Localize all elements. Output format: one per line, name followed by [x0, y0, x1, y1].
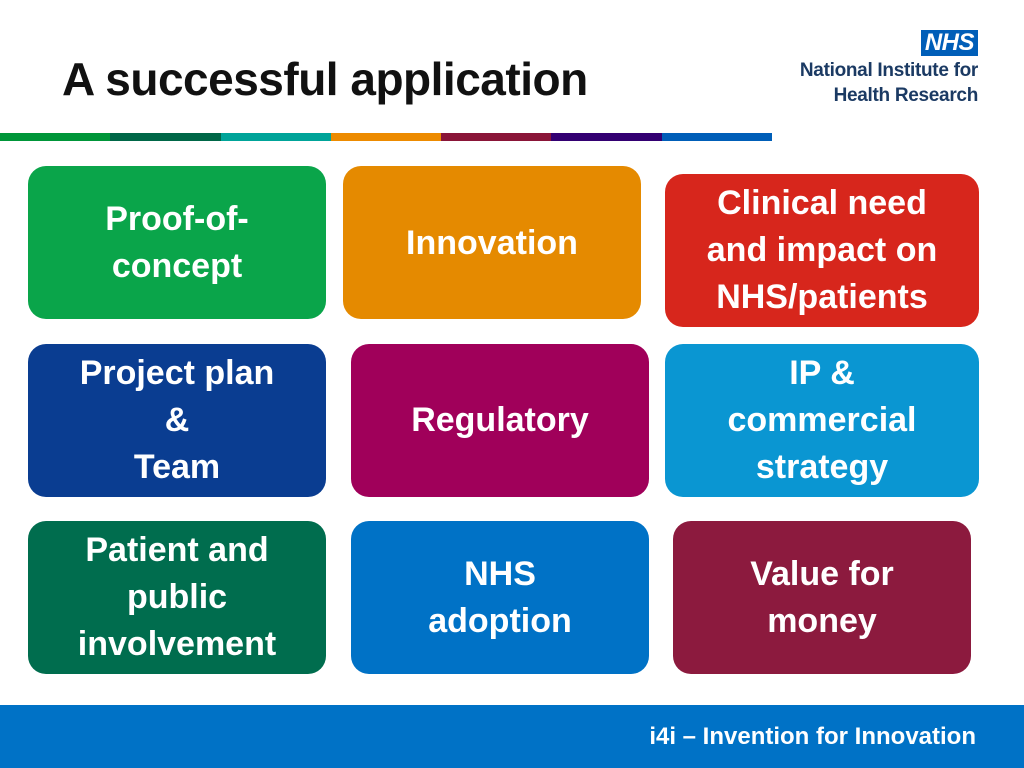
stripe-segment: [661, 133, 772, 141]
tile-ip-commercial: IP & commercial strategy: [665, 344, 979, 497]
tile-value-for-money: Value for money: [673, 521, 971, 674]
tile-regulatory: Regulatory: [351, 344, 649, 497]
tile-innovation: Innovation: [343, 166, 641, 319]
logo-line-1: National Institute for: [799, 60, 978, 81]
tile-label: Innovation: [406, 224, 578, 262]
stripe-segment: [220, 133, 331, 141]
stripe-segment: [441, 133, 552, 141]
nihr-logo: NHS National Institute for Health Resear…: [748, 30, 978, 110]
tile-label: Patient and public involvement: [77, 531, 277, 663]
tile-label: IP & commercial strategy: [727, 354, 917, 486]
tile-proof-of-concept: Proof-of- concept: [28, 166, 326, 319]
slide-title: A successful application: [62, 53, 588, 105]
stripe-segment: [330, 133, 442, 141]
footer-text: i4i – Invention for Innovation: [649, 723, 976, 750]
tile-label: Regulatory: [411, 401, 589, 439]
tile-label: NHS adoption: [428, 554, 572, 640]
tile-label: Project plan & Team: [79, 354, 275, 486]
tile-project-plan: Project plan & Team: [28, 344, 326, 497]
stripe-segment: [110, 133, 221, 141]
footer-bar: i4i – Invention for Innovation: [0, 705, 1024, 768]
nhs-badge: NHS: [920, 30, 978, 56]
color-stripe: [0, 133, 772, 141]
stripe-segment: [551, 133, 662, 141]
tile-label: Value for money: [750, 554, 894, 640]
tile-clinical-need: Clinical need and impact on NHS/patients: [665, 174, 979, 327]
logo-line-2: Health Research: [833, 85, 979, 106]
tile-patient-public: Patient and public involvement: [28, 521, 326, 674]
tile-label: Proof-of- concept: [105, 199, 249, 285]
stripe-segment: [0, 133, 111, 141]
tile-nhs-adoption: NHS adoption: [351, 521, 649, 674]
tile-label: Clinical need and impact on NHS/patients: [706, 184, 938, 316]
